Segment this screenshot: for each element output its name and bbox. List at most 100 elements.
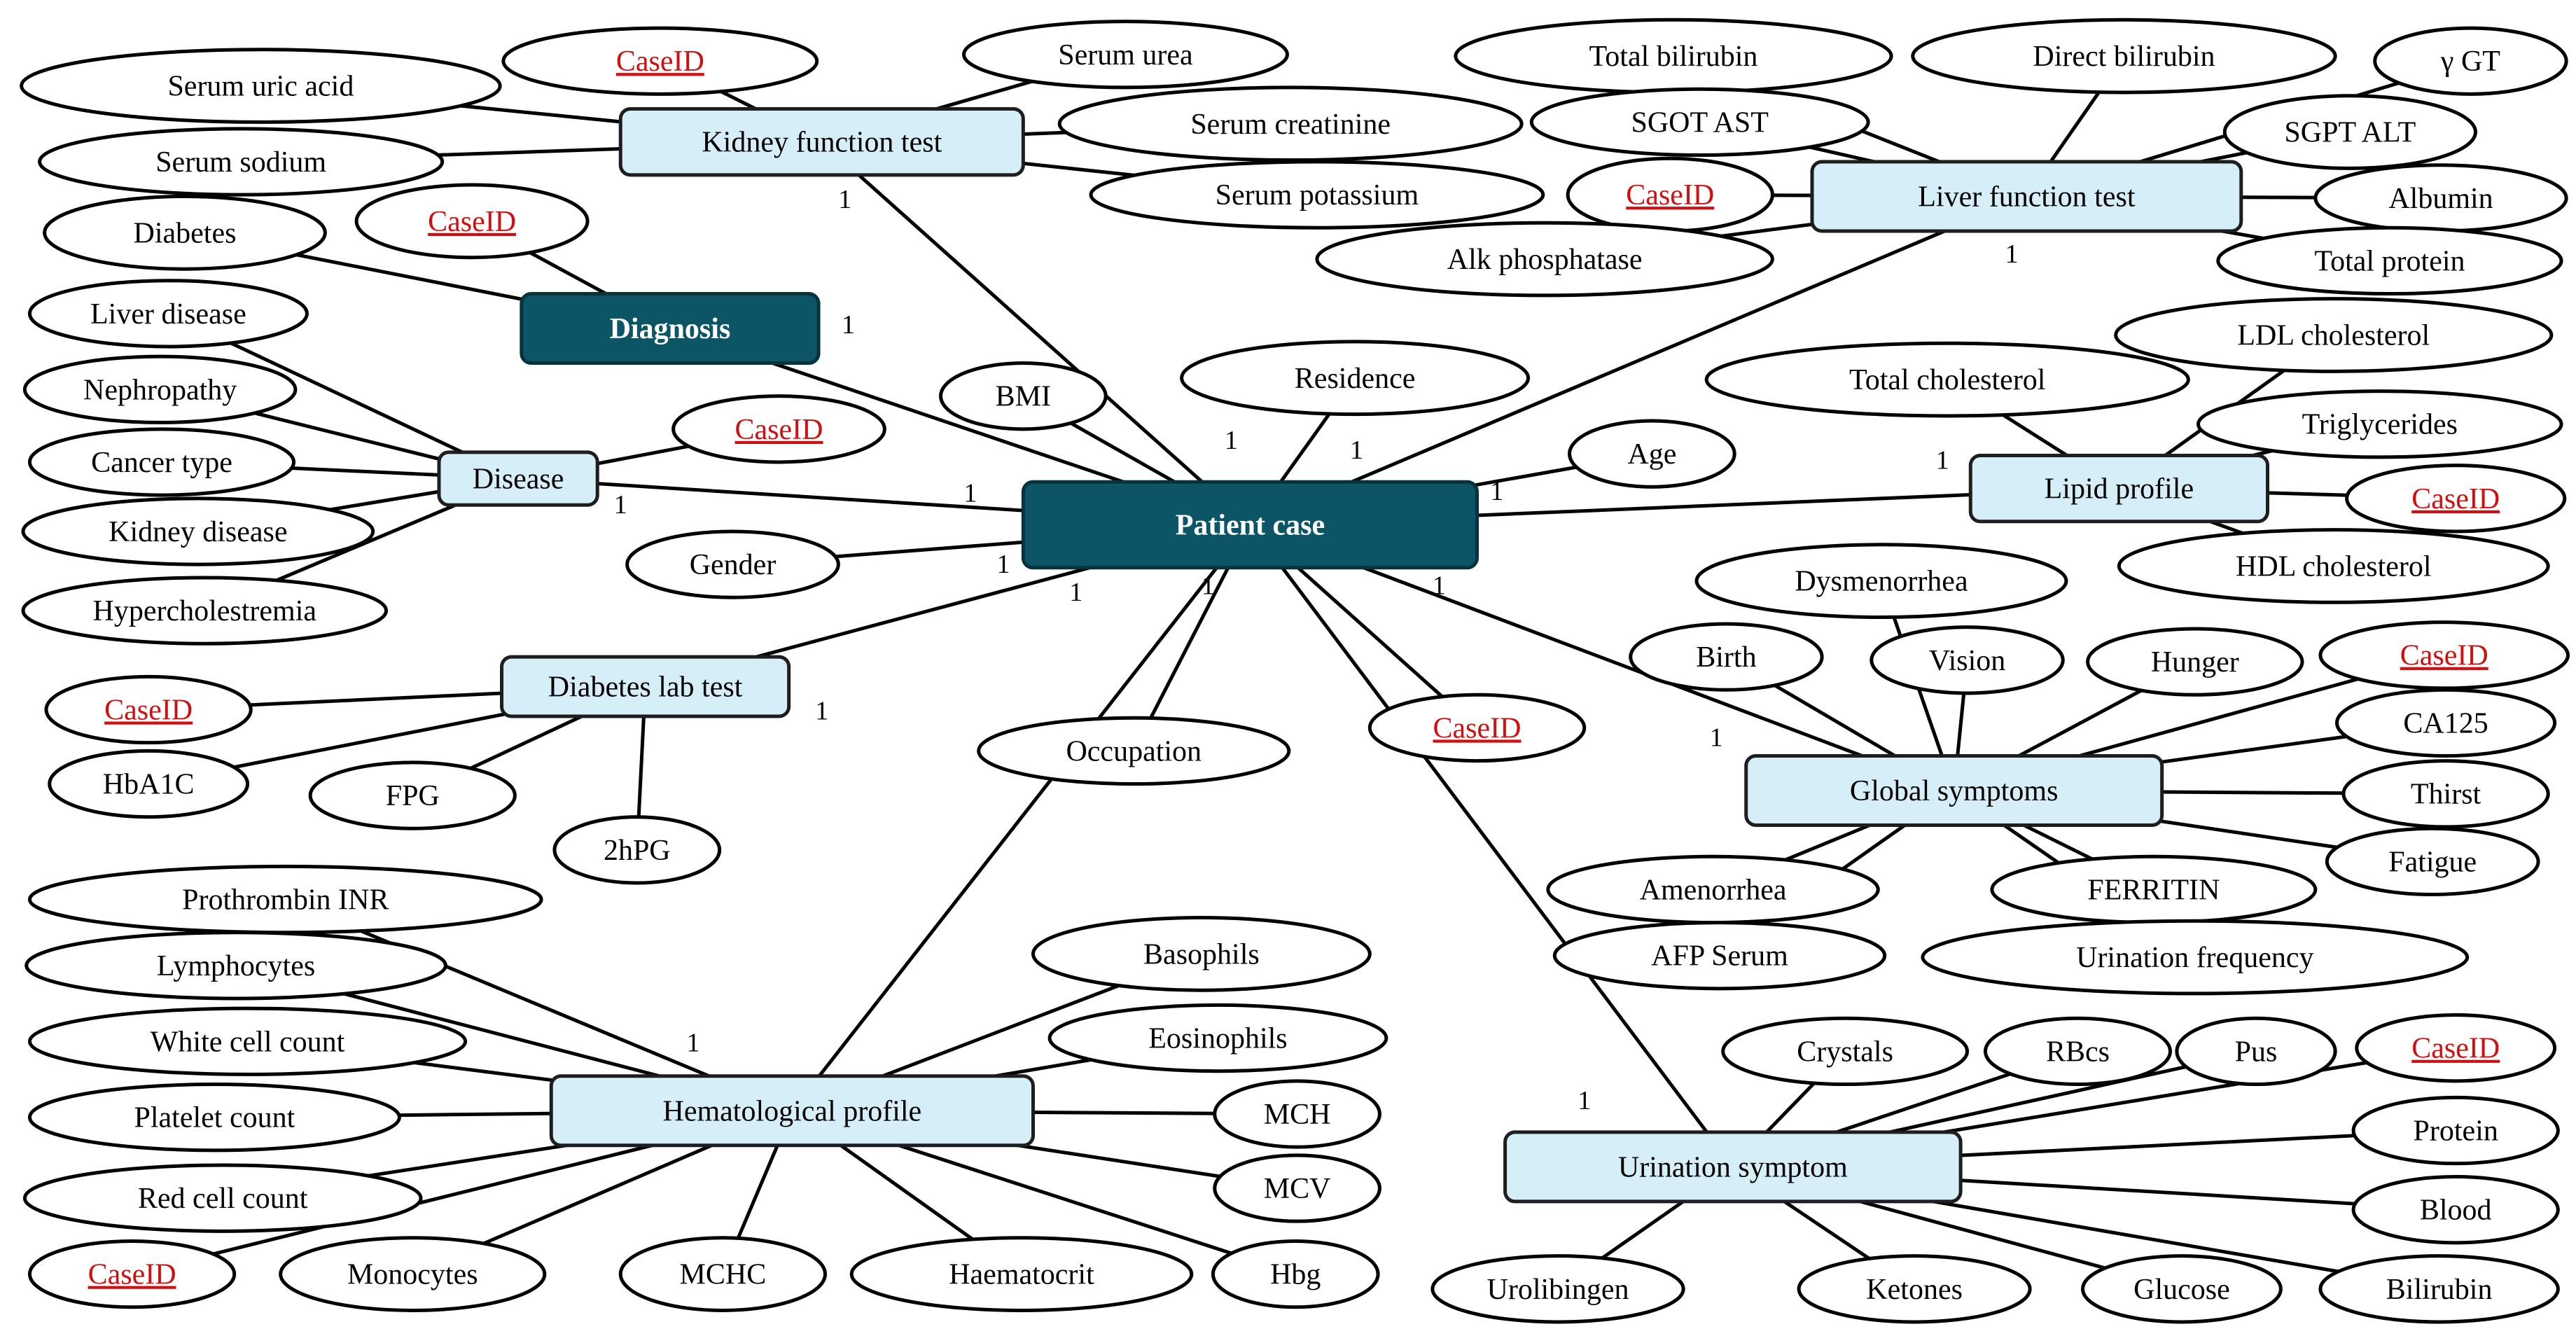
entity-diagnosis: Diagnosis (520, 292, 821, 366)
attribute-diabetes-hba1c: HbA1C (48, 749, 250, 819)
cardinality-label-14: 1 (1578, 1086, 1591, 1115)
attribute-lipid-caseid: CaseID (2345, 464, 2567, 534)
attribute-shape (25, 931, 447, 1001)
attribute-urine-urolib: Urolibingen (1430, 1254, 1685, 1324)
attribute-label: Monocytes (347, 1259, 478, 1291)
attribute-global-amen: Amenorrhea (1546, 854, 1880, 925)
attribute-shape (1921, 919, 2470, 996)
attribute-patient-caseid: CaseID (1367, 693, 1587, 763)
attribute-lipid-hdl: HDL cholesterol (2117, 528, 2550, 604)
entity-label: Global symptoms (1850, 775, 2059, 807)
attribute-global-fatigue: Fatigue (2325, 826, 2540, 896)
attribute-shape (27, 279, 309, 349)
entity-shape (437, 450, 599, 507)
attribute-global-vision: Vision (1870, 625, 2065, 695)
attribute-lipid-ldl: LDL cholesterol (2114, 297, 2554, 373)
cardinality-label-1: 1 (842, 310, 855, 340)
attribute-shape (1213, 1079, 1381, 1149)
attribute-liver-alk: Alk phosphatase (1315, 221, 1774, 298)
attribute-shape (1797, 1254, 2032, 1324)
cardinality-label-8: 1 (815, 697, 828, 726)
entity-shape (500, 655, 791, 718)
attribute-label: Hunger (2151, 646, 2239, 679)
attribute-shape (20, 48, 502, 124)
attribute-liver-ggt: γ GT (2373, 26, 2568, 96)
attribute-shape (27, 1006, 468, 1076)
attribute-patient-bmi: BMI (938, 361, 1108, 431)
attribute-urine-caseid: CaseID (2355, 1013, 2557, 1083)
attribute-label: Urolibingen (1487, 1274, 1629, 1306)
attribute-label: Age (1627, 438, 1676, 471)
attribute-label: Gender (690, 549, 777, 581)
attribute-shape (1180, 340, 1531, 417)
attribute-urine-glucose: Glucose (2081, 1254, 2283, 1324)
cardinality-label-0: 1 (838, 185, 851, 214)
attribute-hema-mchc: MCHC (618, 1236, 827, 1312)
attribute-label: Lymphocytes (157, 950, 315, 982)
cardinality-label-13: 1 (1202, 571, 1215, 601)
attribute-label: CaseID (735, 414, 823, 446)
cardinality-label-10: 1 (1710, 723, 1723, 752)
attribute-shape (1870, 625, 2065, 695)
entity-shape (1744, 754, 2164, 827)
attribute-shape (618, 1236, 827, 1312)
attribute-shape (2114, 297, 2554, 373)
entity-label: Lipid profile (2045, 473, 2194, 506)
attribute-shape (1529, 87, 1870, 158)
attribute-label: MCH (1264, 1099, 1331, 1131)
entity-kidney: Kidney function test (618, 107, 1025, 177)
relationship-patient-urine (1248, 524, 1734, 1168)
entity-shape (1810, 160, 2243, 233)
attribute-hema-rcc: Red cell count (22, 1163, 423, 1233)
attribute-shape (1057, 85, 1524, 162)
attribute-label: CaseID (2411, 483, 2500, 515)
attribute-shape (977, 716, 1291, 786)
attribute-urine-rbcs: RBcs (1983, 1016, 2172, 1087)
attribute-shape (1031, 915, 1372, 992)
attribute-label: SGOT AST (1631, 106, 1768, 139)
attribute-urine-ketones: Ketones (1797, 1254, 2032, 1324)
attribute-urine-blood: Blood (2351, 1175, 2560, 1245)
attribute-urine-bilirubin: Bilirubin (2318, 1254, 2560, 1324)
attribute-label: Fatigue (2388, 846, 2477, 878)
attribute-global-dysmen: Dysmenorrhea (1694, 543, 2068, 620)
attribute-urine-pus: Pus (2175, 1016, 2337, 1087)
attribute-patient-gender: Gender (625, 529, 840, 599)
attribute-shape (43, 194, 327, 271)
attribute-shape (27, 1239, 237, 1309)
attribute-liver-sgpt: SGPT ALT (2222, 94, 2477, 170)
attribute-lipid-total-chol: Total cholesterol (1704, 341, 2190, 418)
attribute-shape (1568, 419, 1736, 489)
attribute-shape (1367, 693, 1587, 763)
attribute-label: CaseID (2411, 1033, 2500, 1065)
cardinality-label-4: 1 (614, 490, 627, 520)
attribute-label: Crystals (1797, 1036, 1893, 1068)
entity-disease: Disease (437, 450, 599, 507)
attribute-label: Bilirubin (2386, 1274, 2493, 1306)
cardinality-label-3: 1 (963, 479, 977, 508)
attribute-label: Basophils (1143, 938, 1260, 970)
attribute-hema-baso: Basophils (1031, 915, 1372, 992)
attribute-shape (2351, 1175, 2560, 1245)
entity-shape (520, 292, 821, 366)
attribute-label: Total protein (2314, 245, 2465, 277)
attribute-disease-caseid: CaseID (671, 394, 886, 464)
attribute-label: CaseID (1433, 712, 1522, 744)
attribute-shape (2335, 688, 2557, 758)
attribute-shape (1552, 921, 1887, 991)
attribute-label: Triglycerides (2302, 409, 2458, 441)
attribute-shape (27, 427, 296, 497)
attribute-shape (21, 576, 389, 646)
attribute-label: Haematocrit (949, 1259, 1094, 1291)
entity-diabetes: Diabetes lab test (500, 655, 791, 718)
attribute-label: Direct bilirubin (2033, 41, 2215, 73)
attribute-shape (2175, 1016, 2337, 1087)
attribute-shape (1213, 1153, 1381, 1223)
attribute-label: SGPT ALT (2284, 117, 2416, 149)
entity-label: Liver function test (1918, 181, 2136, 213)
attribute-shape (2351, 1095, 2560, 1166)
attribute-hema-mcv: MCV (1213, 1153, 1381, 1223)
attribute-label: CaseID (616, 46, 704, 78)
entity-label: Patient case (1176, 510, 1325, 542)
entity-liver: Liver function test (1810, 160, 2243, 233)
